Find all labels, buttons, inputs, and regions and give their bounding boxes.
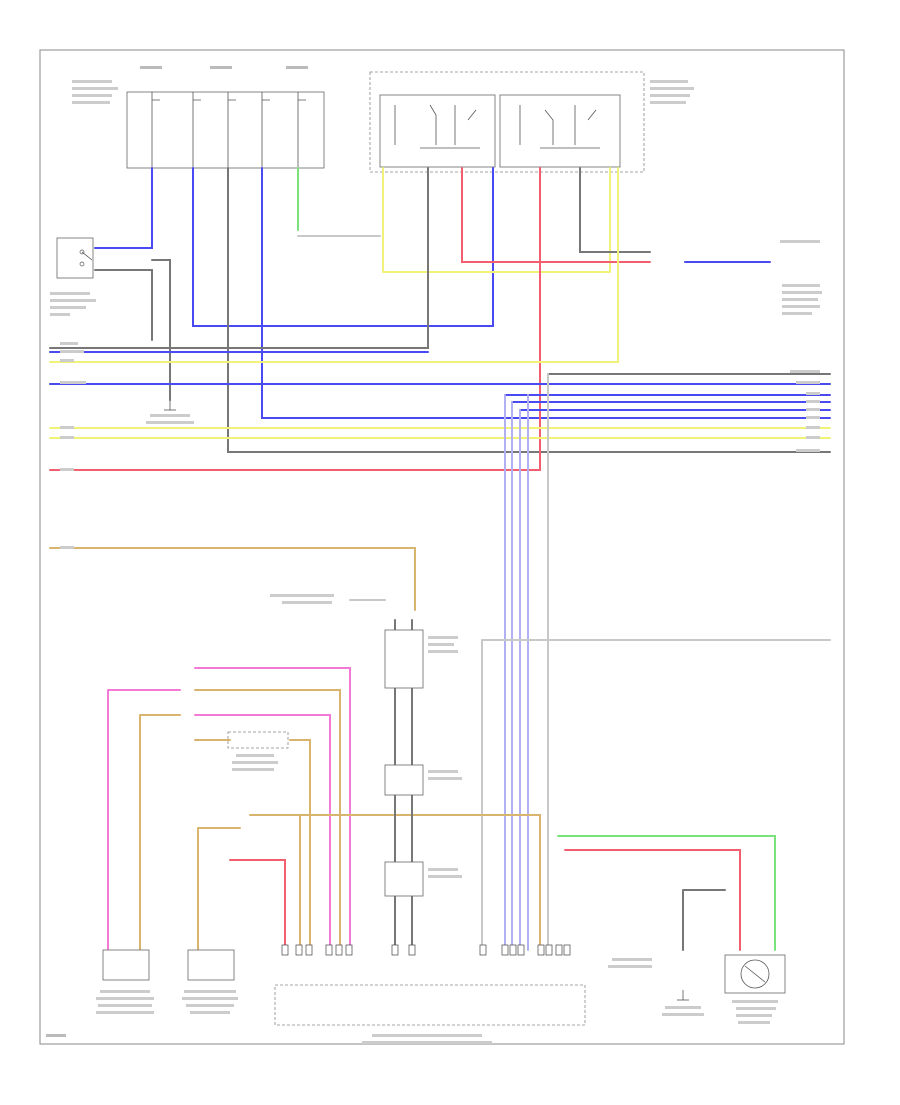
bottom-component-2 bbox=[187, 949, 235, 981]
main-control-module bbox=[274, 984, 586, 1026]
relay-switch-icons bbox=[394, 104, 600, 149]
main-control-module-label bbox=[362, 1034, 492, 1044]
mid-switch-box bbox=[227, 731, 289, 749]
right-bus-labels bbox=[790, 370, 820, 452]
relay-box-left bbox=[379, 94, 496, 168]
fuse-icons bbox=[151, 92, 306, 168]
center-module-mid bbox=[384, 764, 424, 796]
center-module-top bbox=[384, 629, 424, 689]
fuse-box-texts bbox=[72, 66, 308, 104]
bottom-component-1 bbox=[102, 949, 150, 981]
left-switch-box bbox=[56, 237, 94, 279]
right-component-label bbox=[780, 240, 822, 315]
relay-labels bbox=[650, 80, 694, 104]
relay-box-right bbox=[499, 94, 621, 168]
fuse-box-upper bbox=[126, 91, 325, 169]
mid-switch-label bbox=[232, 754, 278, 771]
wires-trunk bbox=[481, 373, 831, 951]
bottom-component-labels bbox=[96, 990, 238, 1014]
switch-icon bbox=[79, 249, 93, 267]
motor-icon bbox=[724, 954, 786, 1024]
center-module-labels bbox=[270, 594, 462, 878]
wires-top bbox=[49, 167, 831, 471]
wires-lower bbox=[49, 547, 776, 951]
center-module-low bbox=[384, 861, 424, 897]
left-edge-wire-labels bbox=[46, 342, 86, 1037]
relay-box-outline bbox=[369, 71, 645, 173]
left-switch-label bbox=[50, 292, 96, 316]
connector-icon-row bbox=[281, 944, 571, 956]
ground-icon bbox=[146, 400, 194, 424]
ground-icon-lower bbox=[608, 958, 704, 1016]
